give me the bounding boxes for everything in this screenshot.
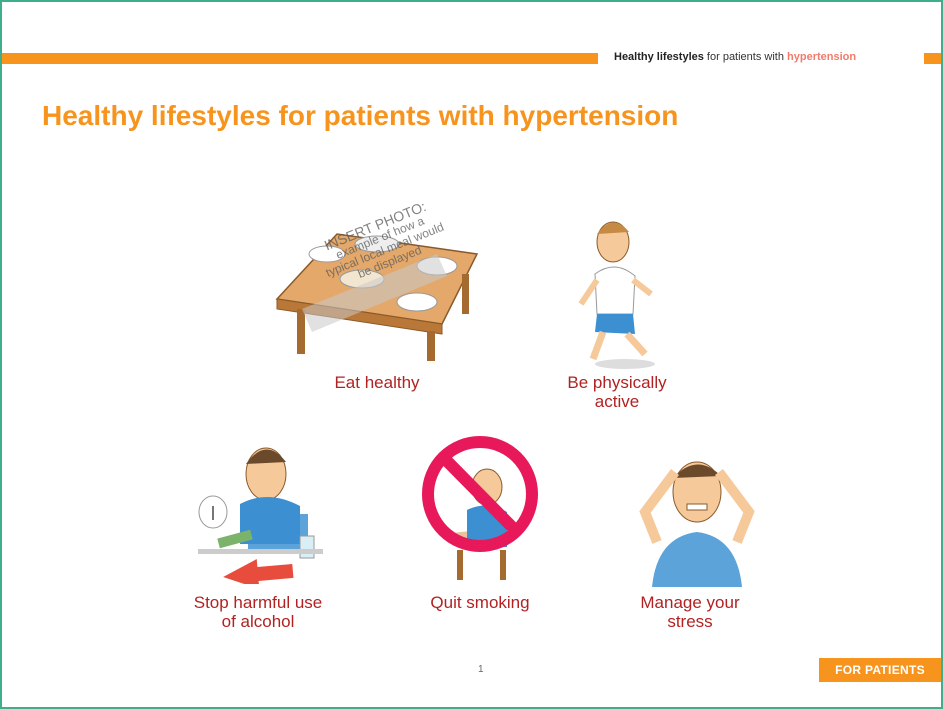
table-meal-illustration <box>275 233 479 361</box>
caption-eat-healthy: Eat healthy <box>302 373 452 392</box>
caption-be-physically-active-line1: Be physically <box>567 373 667 392</box>
alcohol-illustration <box>198 447 323 584</box>
caption-manage-stress: Manage your stress <box>615 593 765 631</box>
caption-be-physically-active-line2: active <box>594 392 640 411</box>
caption-be-physically-active: Be physically active <box>542 373 692 411</box>
caption-quit-smoking: Quit smoking <box>405 593 555 612</box>
caption-manage-stress-line1: Manage your <box>640 593 740 612</box>
no-smoking-illustration <box>422 436 538 580</box>
header-label-accent: hypertension <box>787 51 857 63</box>
header-label-bold: Healthy lifestyles <box>614 51 704 63</box>
stress-illustration <box>639 461 755 587</box>
for-patients-badge: FOR PATIENTS <box>819 658 941 682</box>
header-bar-left <box>2 53 598 64</box>
caption-stop-harmful-alcohol-line2: of alcohol <box>221 612 295 631</box>
page-number: 1 <box>478 664 484 675</box>
caption-quit-smoking-line1: Quit smoking <box>430 593 530 612</box>
caption-stop-harmful-alcohol: Stop harmful use of alcohol <box>183 593 333 631</box>
caption-eat-healthy-line1: Eat healthy <box>334 373 420 392</box>
caption-stop-harmful-alcohol-line1: Stop harmful use <box>193 593 323 612</box>
caption-manage-stress-line2: stress <box>667 612 713 631</box>
header-label: Healthy lifestyles for patients with hyp… <box>614 51 856 63</box>
page-title: Healthy lifestyles for patients with hyp… <box>42 100 679 131</box>
runner-illustration <box>578 221 655 369</box>
header-bar-right <box>924 53 941 64</box>
header-label-middle: for patients with <box>703 51 788 63</box>
